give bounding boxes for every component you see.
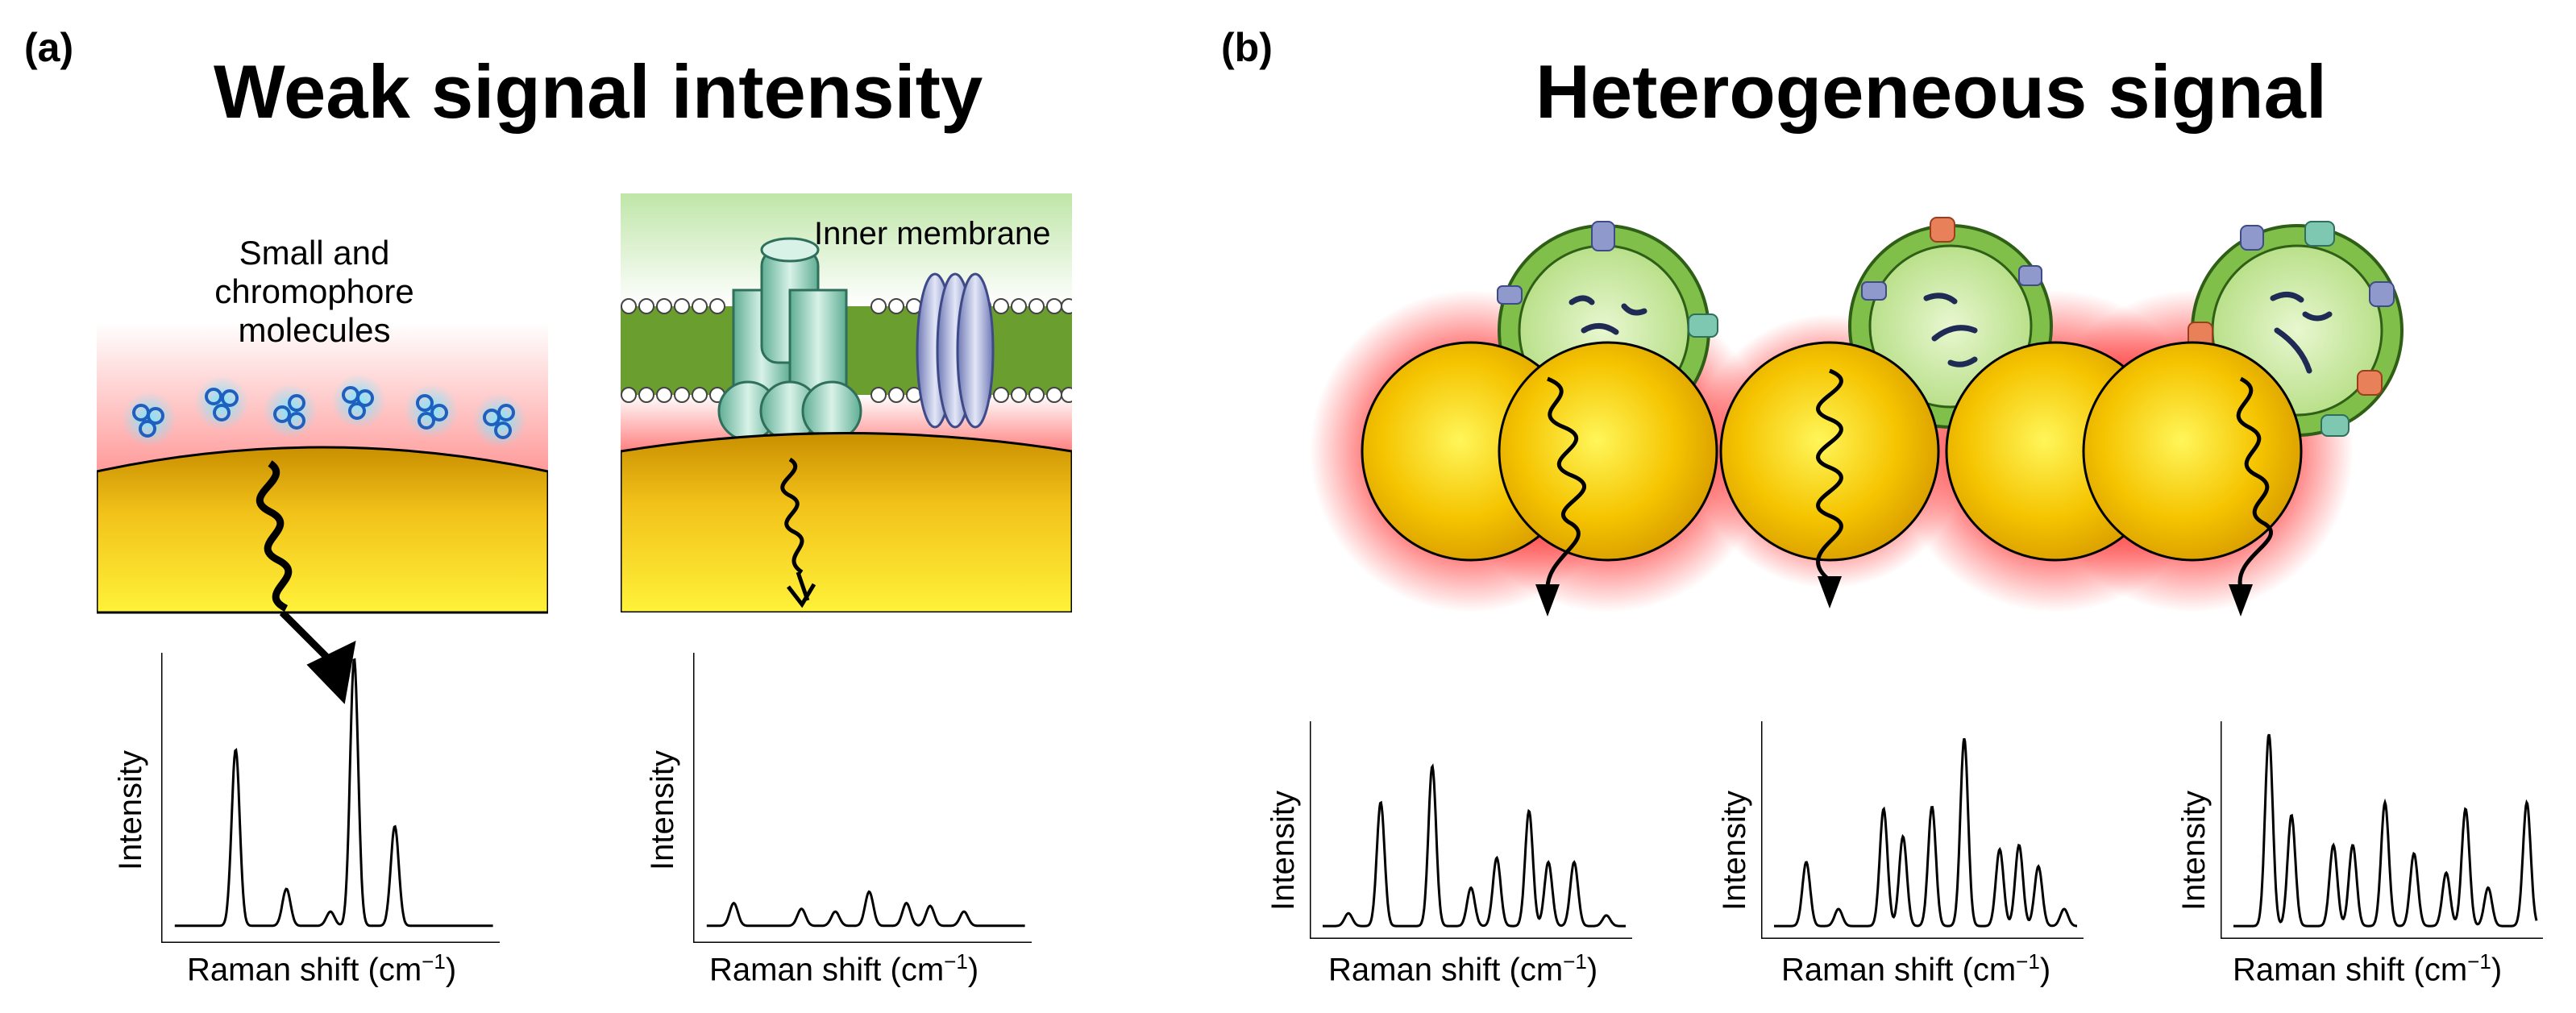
strong-scatter-wave bbox=[256, 460, 293, 612]
spectrum-b3-ylabel: Intensity bbox=[2176, 791, 2212, 911]
small-molecule-illustration bbox=[97, 322, 548, 614]
spectrum-b3-xlabel: Raman shift (cm−1) bbox=[2233, 949, 2503, 988]
spectrum-b1 bbox=[1310, 721, 1632, 939]
spectrum-a2 bbox=[693, 653, 1032, 943]
gold-surface bbox=[97, 446, 548, 614]
lipid-heads bbox=[621, 298, 1072, 403]
panel-a-label: (a) bbox=[24, 25, 74, 70]
spectrum-line bbox=[706, 890, 1025, 928]
spectrum-line bbox=[174, 658, 493, 928]
teal-membrane-protein bbox=[717, 237, 862, 442]
small-molecules-caption: Small and chromophore molecules bbox=[214, 234, 414, 349]
spectrum-a1-ylabel: Intensity bbox=[113, 750, 148, 870]
spectrum-b1-ylabel: Intensity bbox=[1265, 791, 1301, 911]
spectrum-line bbox=[2233, 733, 2538, 928]
spectrum-b2-xlabel: Raman shift (cm−1) bbox=[1781, 949, 2051, 988]
panel-b-title: Heterogeneous signal bbox=[1535, 49, 2327, 134]
gold-surface bbox=[621, 432, 1072, 612]
spectrum-b2 bbox=[1761, 721, 2084, 939]
spectrum-a1 bbox=[161, 653, 500, 943]
strong-signal-arrow bbox=[279, 612, 356, 704]
scatter-waves bbox=[1545, 368, 2273, 589]
spectrum-line bbox=[1323, 763, 1626, 928]
gold-nanoparticle bbox=[1719, 341, 1940, 562]
gold-nanoparticle bbox=[1498, 341, 1718, 562]
scatter-arrowheads bbox=[1535, 576, 2253, 617]
nanoparticle-vesicle-illustration bbox=[1310, 217, 2404, 617]
panel-a-title: Weak signal intensity bbox=[214, 49, 983, 134]
molecule-group bbox=[122, 374, 527, 448]
membrane-illustration bbox=[621, 193, 1072, 612]
panel-b-label: (b) bbox=[1221, 25, 1273, 70]
spectrum-b2-ylabel: Intensity bbox=[1717, 791, 1752, 911]
spectrum-a2-xlabel: Raman shift (cm−1) bbox=[709, 949, 979, 988]
spectrum-line bbox=[1774, 737, 2077, 928]
inner-membrane-caption: Inner membrane bbox=[814, 216, 1051, 251]
spectrum-b3 bbox=[2221, 721, 2543, 939]
spectrum-b1-xlabel: Raman shift (cm−1) bbox=[1328, 949, 1598, 988]
weak-scatter-wave bbox=[780, 457, 804, 575]
spectrum-a1-xlabel: Raman shift (cm−1) bbox=[187, 949, 457, 988]
spectrum-a2-ylabel: Intensity bbox=[645, 750, 680, 870]
blue-membrane-protein bbox=[916, 272, 995, 429]
